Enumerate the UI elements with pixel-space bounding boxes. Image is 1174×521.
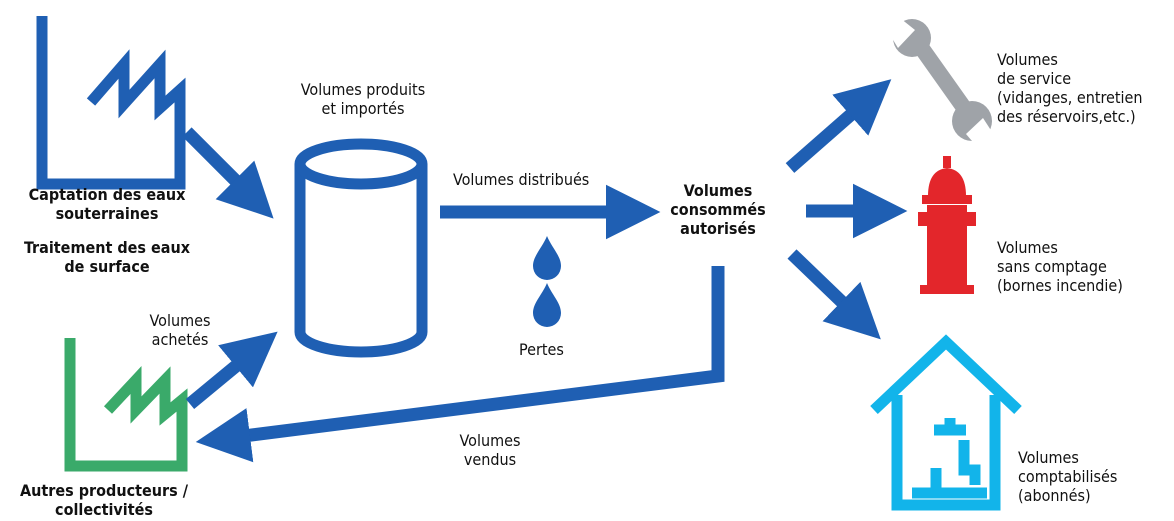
wrench-icon	[887, 18, 994, 148]
arrow-captation-to-reservoir	[182, 127, 274, 219]
water-drop-icon	[533, 236, 561, 327]
label-traitement: Traitement des eaux de surface	[23, 238, 190, 276]
flow-arrows	[182, 79, 908, 463]
label-volumes-comptabilises: Volumes comptabilisés (abonnés)	[1018, 448, 1118, 505]
arrow-vendus	[195, 266, 725, 463]
factory-icon	[36, 16, 186, 190]
factory-icon	[64, 338, 188, 472]
label-volumes-distribues: Volumes distribués	[453, 170, 590, 189]
label-volumes-autorises: Volumes consommés autorisés	[670, 181, 766, 238]
label-volumes-achetes: Volumes achetés	[149, 311, 211, 349]
arrow-achetes-to-reservoir	[185, 331, 278, 410]
label-pertes: Pertes	[519, 340, 564, 359]
label-captation: Captation des eaux souterraines	[28, 185, 186, 223]
label-volumes-sans-comptage: Volumes sans comptage (bornes incendie)	[997, 238, 1123, 295]
house-tap-icon	[870, 334, 1022, 511]
label-volumes-service: Volumes de service (vidanges, entretien …	[997, 50, 1143, 126]
label-autres-producteurs: Autres producteurs / collectivités	[20, 481, 188, 519]
label-volumes-produits: Volumes produits et importés	[300, 80, 426, 118]
arrow-to-comptabilises	[787, 249, 881, 340]
arrow-to-service	[785, 79, 892, 173]
cylinder-tank-icon	[294, 138, 428, 358]
label-volumes-vendus: Volumes vendus	[459, 431, 521, 469]
fire-hydrant-icon	[918, 156, 976, 294]
